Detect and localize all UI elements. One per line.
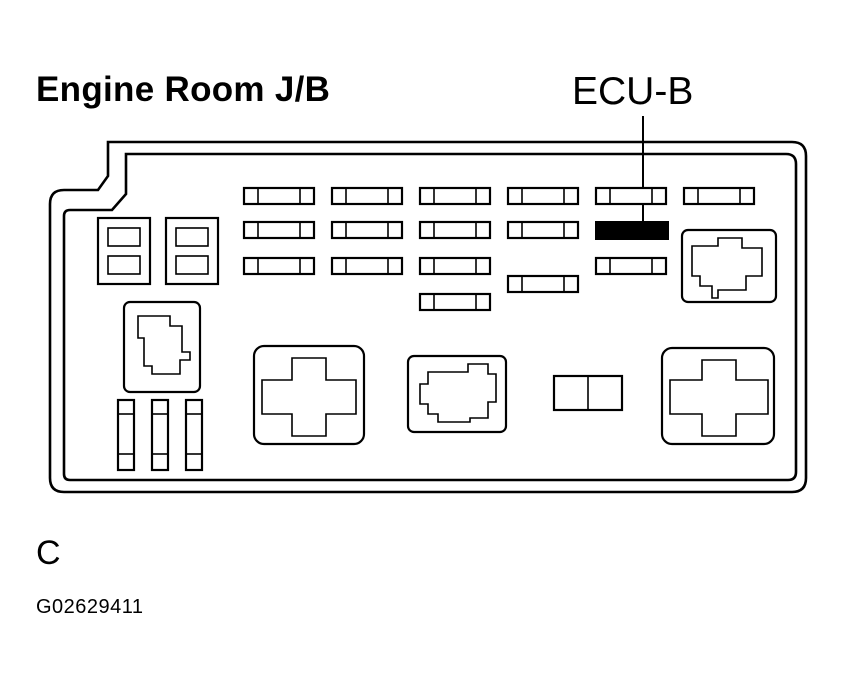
ecu-b-callout-label: ECU-B: [572, 70, 694, 113]
relay-socket-large-right: [660, 346, 776, 446]
ecu-b-fuse-highlighted: [595, 221, 669, 240]
connector-letter: C: [36, 534, 61, 572]
diagram-title: Engine Room J/B: [36, 70, 331, 109]
junction-block-outer-housing: [48, 140, 808, 494]
relay-socket-large-left: [252, 344, 366, 446]
junction-block-inner-housing: [62, 152, 798, 482]
relay-socket-right: [164, 216, 220, 286]
vertical-fuse-group: [116, 398, 204, 472]
relay-socket-center: [406, 354, 508, 434]
relay-socket-left: [96, 216, 152, 286]
relay-socket-small-left: [122, 300, 202, 394]
diode-block: [552, 374, 624, 412]
figure-code: G02629411: [36, 596, 144, 618]
fuse-grid: [242, 186, 756, 312]
